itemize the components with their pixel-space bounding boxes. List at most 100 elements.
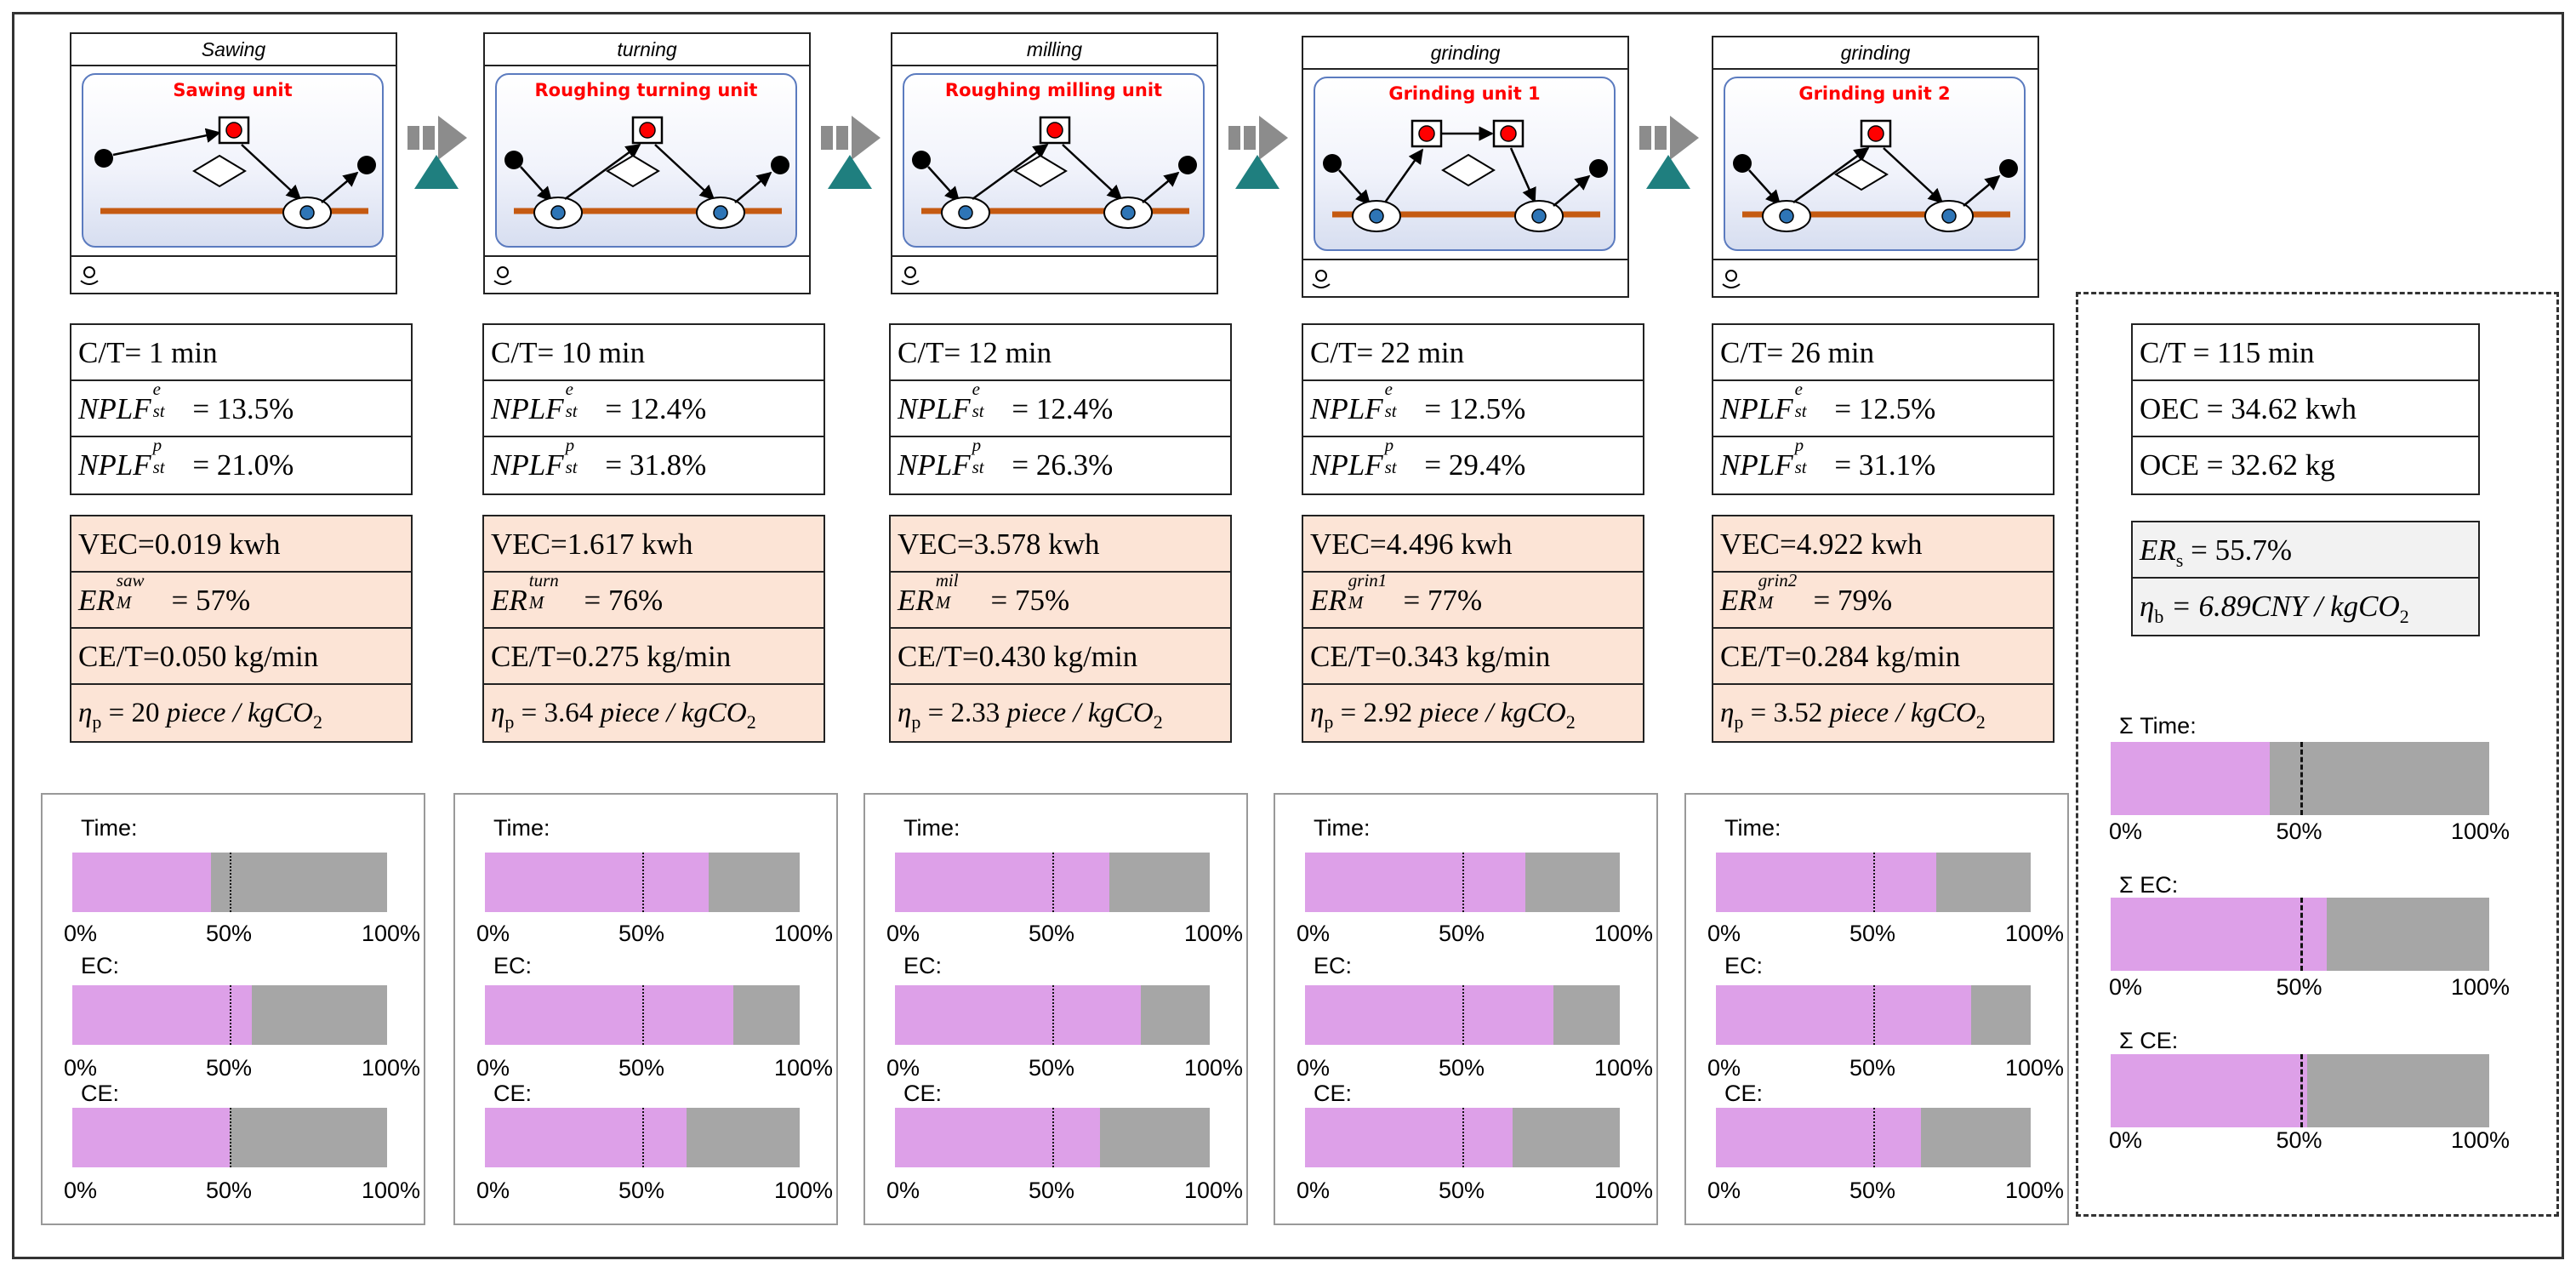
operator-row (1713, 259, 2037, 296)
reference-line-50 (1462, 985, 1464, 1045)
er-symbol: ER (1310, 584, 1347, 617)
tick-label: 100% (362, 1055, 421, 1081)
eta-symbol: η (898, 698, 912, 728)
eta-p: ηp = 2.92 piece / kgCO2 (1310, 698, 1576, 733)
bar-fill (72, 1108, 230, 1167)
er-symbol: ER (78, 584, 115, 617)
tick-label: 0% (64, 1178, 98, 1203)
tick-label: 50% (206, 1178, 253, 1203)
tick-label: 100% (774, 1055, 834, 1081)
eta-value: 2.33 (950, 698, 1000, 728)
bar-fill (1305, 853, 1525, 912)
tick-label: 0% (886, 1055, 920, 1081)
nplf-sub: st (1794, 401, 1807, 421)
nplf-p-value: 26.3% (1035, 448, 1114, 482)
process-unit-diagram: Grinding unit 2 (1724, 77, 2026, 251)
tick-label: 0% (476, 1055, 510, 1081)
operation-title: grinding (1713, 37, 2037, 70)
ers-symbol: ER (2140, 533, 2176, 567)
ec-bar-label: EC: (1724, 953, 1764, 978)
process-stage: milling Roughing milling unit (891, 32, 1218, 294)
reference-line-50 (1873, 853, 1875, 912)
bar-fill (2111, 898, 2327, 971)
er-sup: mil (935, 570, 959, 590)
process-unit-diagram: Sawing unit (82, 73, 384, 248)
time-bar-label: Time: (1724, 815, 1781, 841)
reference-line-50 (1052, 853, 1054, 912)
process-stage: grinding Grinding unit 1 (1302, 36, 1629, 298)
ce-bar (1305, 1108, 1620, 1167)
er-sub: M (116, 592, 132, 613)
reference-line-50 (1462, 1108, 1464, 1167)
unit-label: Grinding unit 2 (1798, 83, 1951, 104)
time-bar-label: Time: (81, 815, 138, 841)
vec: VEC=0.019 kwh (71, 516, 411, 573)
co2-sub: 2 (1153, 711, 1163, 733)
cycle-time: C/T= 1 min (71, 325, 411, 381)
nplf-sub: st (972, 457, 984, 477)
tick-label: 50% (1849, 1178, 1896, 1203)
bar-fill (2111, 1054, 2308, 1127)
ec-bar (485, 985, 800, 1045)
reference-line-50 (642, 985, 644, 1045)
time-bar (1305, 853, 1620, 912)
unit-label: Grinding unit 1 (1388, 83, 1541, 104)
sum-ce-label: Σ CE: (2119, 1028, 2179, 1053)
tick-label: 50% (2276, 1127, 2322, 1153)
tick-label: 0% (2109, 974, 2143, 1000)
nplf-p-value: 29.4% (1448, 448, 1526, 482)
eta-sub: p (1324, 711, 1334, 733)
eta-b-symbol: η (2140, 590, 2155, 623)
time-bar (72, 853, 387, 912)
operator-row (485, 255, 809, 293)
reference-line-50 (642, 853, 644, 912)
co2-sub: 2 (746, 711, 756, 733)
operator-row (71, 255, 396, 293)
vec: VEC=3.578 kwh (891, 516, 1230, 573)
tick-label: 100% (362, 921, 421, 946)
er-value: 57% (196, 584, 251, 617)
er-symbol: ER (491, 584, 527, 617)
time-bar (485, 853, 800, 912)
unit-label: Roughing milling unit (944, 80, 1163, 100)
nplf-sub: st (972, 401, 984, 421)
push-arrow-icon (1639, 116, 1699, 160)
bar-fill (485, 853, 709, 912)
er-sub: M (935, 592, 951, 613)
tick-label: 50% (618, 1178, 665, 1203)
ec-bar-label: EC: (493, 953, 533, 978)
reference-line-50 (1462, 853, 1464, 912)
ec-bar-label: EC: (1314, 953, 1353, 978)
nplf-e-value: 12.5% (1448, 392, 1526, 425)
bar-fill (1305, 985, 1554, 1045)
er-value: 75% (1015, 584, 1070, 617)
tick-label: 50% (1029, 1055, 1075, 1081)
tick-label: 100% (774, 921, 834, 946)
bar-fill (895, 985, 1141, 1045)
summary-oce: OCE = 32.62 kg (2140, 448, 2335, 482)
eta-p: ηp = 2.33 piece / kgCO2 (898, 698, 1163, 733)
process-stage: grinding Grinding unit 2 (1712, 36, 2039, 298)
time-bar (1716, 853, 2031, 912)
tick-label: 0% (1297, 1055, 1331, 1081)
nplf-e-value: 12.4% (629, 392, 707, 425)
eta-unit: piece / kgCO (593, 698, 747, 728)
eta-symbol: η (491, 698, 505, 728)
er-value: 77% (1428, 584, 1483, 617)
er-sup: grin1 (1348, 570, 1388, 590)
bar-fill (1716, 853, 1936, 912)
bar-fill (1716, 1108, 1921, 1167)
nplf-sup: p (1794, 435, 1804, 455)
nplf-e-value: 12.5% (1858, 392, 1936, 425)
tick-label: 50% (618, 921, 665, 946)
